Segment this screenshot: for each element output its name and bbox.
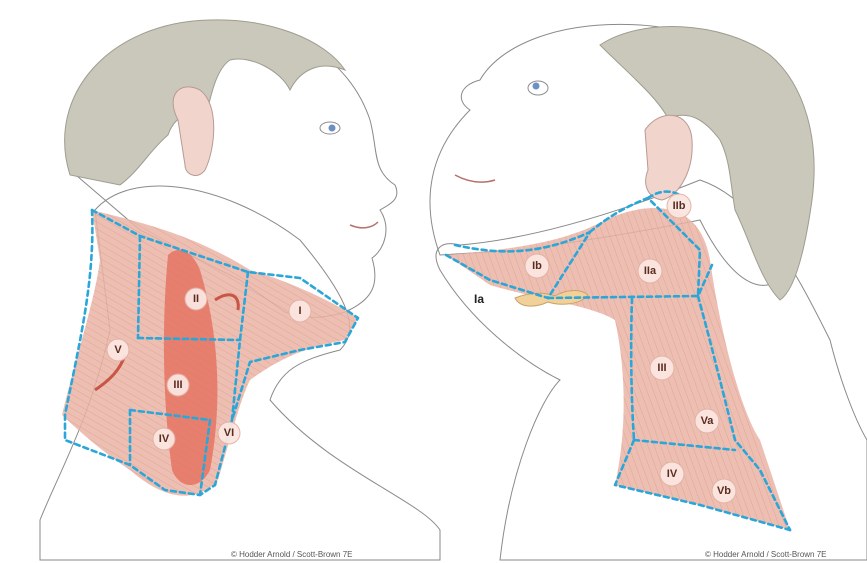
left-level-iii-label: III (167, 374, 189, 396)
left-level-ii-label: II (185, 288, 207, 310)
right-level-vb-label: Vb (712, 479, 736, 503)
svg-text:IV: IV (667, 468, 678, 480)
left-iris (329, 125, 336, 132)
svg-text:Va: Va (701, 415, 715, 427)
svg-text:IIa: IIa (644, 265, 657, 277)
left-head-figure: I II III IV V VI (40, 20, 440, 560)
left-ear (173, 87, 214, 176)
svg-text:III: III (173, 379, 182, 391)
right-level-iv-label: IV (660, 462, 684, 486)
right-level-iii-label: III (650, 356, 674, 380)
right-head-figure: IIb Ib IIa III Va IV Vb Ia (430, 24, 867, 560)
svg-text:VI: VI (224, 427, 234, 439)
left-mouth (350, 222, 378, 228)
svg-text:Vb: Vb (717, 485, 731, 497)
left-level-iv-label: IV (153, 428, 175, 450)
right-level-va-label: Va (695, 409, 719, 433)
svg-text:Ib: Ib (532, 260, 542, 272)
right-level-iib-label: IIb (667, 194, 691, 218)
right-mouth (455, 175, 495, 182)
right-ear (645, 115, 692, 200)
right-level-ib-label: Ib (525, 254, 549, 278)
svg-text:IIb: IIb (673, 200, 686, 212)
right-level-iia-label: IIa (638, 259, 662, 283)
svg-text:II: II (193, 293, 199, 305)
right-iris (533, 83, 540, 90)
svg-text:III: III (657, 362, 666, 374)
left-level-i-label: I (289, 300, 311, 322)
left-level-vi-label: VI (218, 422, 240, 444)
svg-text:I: I (298, 305, 301, 317)
right-muscle-fibers (446, 208, 790, 530)
left-credit: © Hodder Arnold / Scott-Brown 7E (231, 550, 353, 559)
svg-text:IV: IV (159, 433, 170, 445)
right-level-ia-label: Ia (474, 292, 484, 306)
svg-text:V: V (114, 344, 122, 356)
right-credit: © Hodder Arnold / Scott-Brown 7E (705, 550, 827, 559)
left-level-v-label: V (107, 339, 129, 361)
